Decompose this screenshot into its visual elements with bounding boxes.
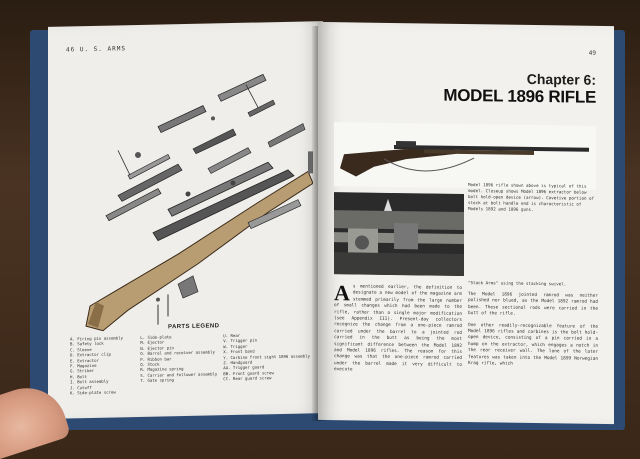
left-page-header: 46 U. S. ARMS bbox=[66, 45, 126, 54]
body-paragraph: One other readily-recognizable feature o… bbox=[468, 322, 598, 367]
body-text-column-1: A s mentioned earlier, the definition to… bbox=[334, 280, 462, 375]
rifle-photo bbox=[334, 122, 596, 190]
stack-arms-caption: "Stack Arms" using the stacking swivel. bbox=[468, 280, 567, 287]
legend-column-2: L. Side-plate M. Ejector N. Ejector pin … bbox=[140, 333, 217, 394]
body-paragraph: The Model 1896 jointed ramrod was neithe… bbox=[468, 292, 598, 317]
legend-column-3: U. Rear V. Trigger pin W. Trigger X. Fro… bbox=[223, 331, 310, 392]
left-page: 46 U. S. ARMS bbox=[48, 21, 323, 419]
legend-item: T. Gate spring bbox=[140, 377, 174, 384]
bolt-closeup-image bbox=[334, 192, 464, 276]
right-page-number: 49 bbox=[588, 49, 596, 57]
legend-column-1: A. Firing pin assembly B. Safety lock C.… bbox=[70, 335, 134, 396]
legend-item: CC. Rear guard screw bbox=[223, 375, 272, 382]
photo-caption: Model 1896 rifle shown above is typical … bbox=[468, 182, 595, 212]
parts-legend: A. Firing pin assembly B. Safety lock C.… bbox=[70, 331, 310, 396]
exploded-parts-diagram bbox=[85, 73, 313, 332]
drop-cap: A bbox=[334, 280, 350, 306]
parts-legend-title: PARTS LEGEND bbox=[168, 323, 220, 331]
bolt-closeup-photo bbox=[334, 192, 464, 276]
body-text-column-2: The Model 1896 jointed ramrod was neithe… bbox=[468, 292, 598, 374]
body-paragraph: s mentioned earlier, the definition to d… bbox=[334, 284, 462, 373]
chapter-title: MODEL 1896 RIFLE bbox=[443, 85, 596, 107]
right-page: 49 Chapter 6: MODEL 1896 RIFLE bbox=[318, 21, 614, 425]
rifle-image bbox=[340, 141, 589, 177]
legend-item: K. Side-plate screw bbox=[70, 389, 116, 396]
